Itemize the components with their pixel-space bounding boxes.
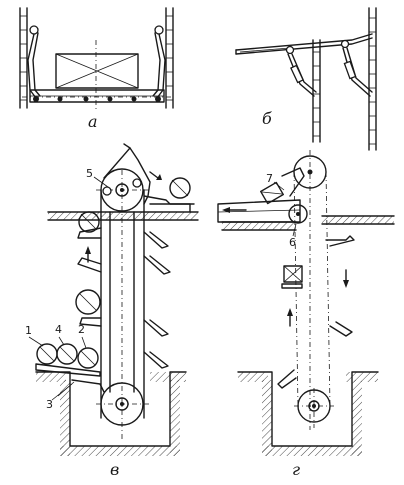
box-unloading-g — [260, 181, 284, 205]
arrow-left-g — [222, 207, 230, 213]
roll-rising-v — [75, 289, 101, 315]
chain-strands-g — [293, 150, 331, 430]
pit-g — [237, 371, 379, 456]
arrow-up-v — [85, 246, 91, 254]
left-chain-a — [19, 7, 28, 109]
callout-3-v: 3 — [46, 398, 53, 411]
callout-4-v: 4 — [55, 323, 62, 336]
callout-2-v: 2 — [78, 323, 85, 336]
arrow-down-g — [343, 280, 349, 288]
panel-label-a: а — [88, 112, 98, 131]
arrow-up-g — [287, 308, 293, 316]
callout-6-g: 6 — [289, 236, 296, 249]
callout-1-v: 1 — [25, 324, 32, 337]
left-chain-b — [312, 39, 321, 143]
carriers-left-g — [277, 265, 303, 389]
fork-struts-b — [285, 39, 373, 97]
callout-7-g: 7 — [266, 172, 273, 185]
bottom-sprocket-v — [96, 382, 150, 426]
crate-a — [55, 53, 139, 89]
unload-station-g — [217, 167, 308, 224]
upper-floor-g — [221, 215, 395, 231]
right-chain-b — [368, 7, 377, 151]
panel-v: 1 2 3 4 5 в — [25, 143, 199, 479]
panel-label-g: г — [292, 460, 300, 479]
platform-a — [22, 40, 172, 110]
roll-unloaded-v — [169, 177, 191, 199]
right-chain-a — [165, 7, 174, 109]
upper-floor-v — [48, 212, 198, 220]
roll-floor-v — [78, 211, 100, 233]
roller-6-g — [288, 204, 308, 224]
fork-bar-b — [235, 33, 373, 55]
callout-5-v: 5 — [86, 167, 93, 180]
carriers-right-g — [325, 235, 355, 337]
panel-label-b: б — [262, 109, 272, 128]
unload-frame-v — [102, 143, 195, 213]
pit-v — [35, 371, 187, 456]
bottom-sprocket-g — [294, 388, 334, 428]
panel-b: б — [235, 7, 377, 151]
carrier-arms-right-v — [143, 231, 171, 369]
arrow-unload-v — [156, 174, 162, 180]
panel-label-v: в — [110, 460, 119, 479]
panel-g: 7 6 г — [217, 150, 395, 479]
suspension-arms-a — [27, 25, 166, 99]
panel-a: а — [19, 7, 174, 131]
box-rising-g — [283, 265, 303, 283]
loading-table-v — [35, 343, 105, 397]
carrier-arms-left-v — [75, 227, 102, 327]
